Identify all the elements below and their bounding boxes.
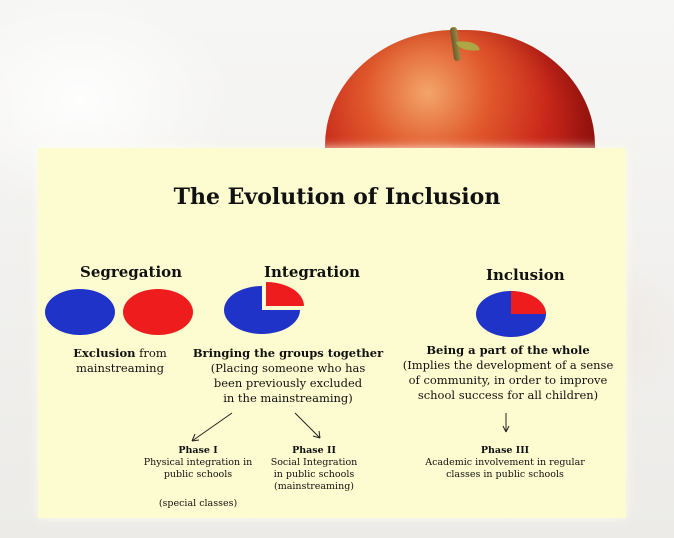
mainstreaming-text: mainstreaming bbox=[76, 361, 164, 375]
phase2-line: in public schools bbox=[273, 469, 355, 480]
phase2-line: Social Integration bbox=[270, 457, 358, 468]
phase1-line: public schools bbox=[163, 469, 233, 480]
segregation-heading: Segregation bbox=[80, 263, 183, 281]
arrow-to-phase1 bbox=[191, 412, 233, 442]
inclusion-desc-line: (Implies the development of a sense bbox=[402, 358, 614, 372]
phase3-title: Phase III bbox=[480, 445, 530, 456]
integration-desc-line: in the mainstreaming) bbox=[223, 391, 353, 405]
phase2-title: Phase II bbox=[292, 445, 336, 456]
segregation-red-circle bbox=[123, 289, 193, 335]
inclusion-description: Being a part of the whole (Implies the d… bbox=[388, 343, 628, 403]
integration-description: Bringing the groups together (Placing so… bbox=[188, 346, 388, 406]
integration-desc-title: Bringing the groups together bbox=[192, 346, 384, 360]
phase3-block: Phase III Academic involvement in regula… bbox=[410, 445, 600, 481]
segregation-blue-circle bbox=[45, 289, 115, 335]
inclusion-desc-line: school success for all children) bbox=[417, 388, 599, 402]
phase1-title: Phase I bbox=[178, 445, 218, 456]
phase1-note: (special classes) bbox=[158, 498, 238, 509]
arrow-to-phase2 bbox=[294, 412, 321, 439]
inclusion-desc-line: of community, in order to improve bbox=[408, 373, 608, 387]
integration-blue-segment bbox=[224, 286, 300, 334]
inclusion-desc-title: Being a part of the whole bbox=[426, 343, 590, 357]
phase3-line: classes in public schools bbox=[446, 469, 564, 480]
phase2-line: (mainstreaming) bbox=[273, 481, 354, 492]
exclusion-label: Exclusion bbox=[73, 346, 136, 360]
phase2-block: Phase II Social Integration in public sc… bbox=[254, 445, 374, 493]
segregation-description: Exclusion from mainstreaming bbox=[60, 346, 180, 376]
inclusion-heading: Inclusion bbox=[486, 266, 565, 284]
integration-desc-line: (Placing someone who has bbox=[210, 361, 366, 375]
integration-desc-line: been previously excluded bbox=[213, 376, 363, 390]
exclusion-from-text: from bbox=[135, 346, 167, 360]
diagram-title: The Evolution of Inclusion bbox=[173, 184, 501, 210]
phase3-line: Academic involvement in regular bbox=[425, 457, 585, 468]
phase1-line: Physical integration in bbox=[143, 457, 253, 468]
integration-red-slice bbox=[266, 282, 304, 306]
phase1-block: Phase I Physical integration in public s… bbox=[128, 445, 268, 481]
integration-heading: Integration bbox=[264, 263, 361, 281]
inclusion-red-slice bbox=[511, 291, 546, 314]
arrows bbox=[191, 412, 510, 442]
